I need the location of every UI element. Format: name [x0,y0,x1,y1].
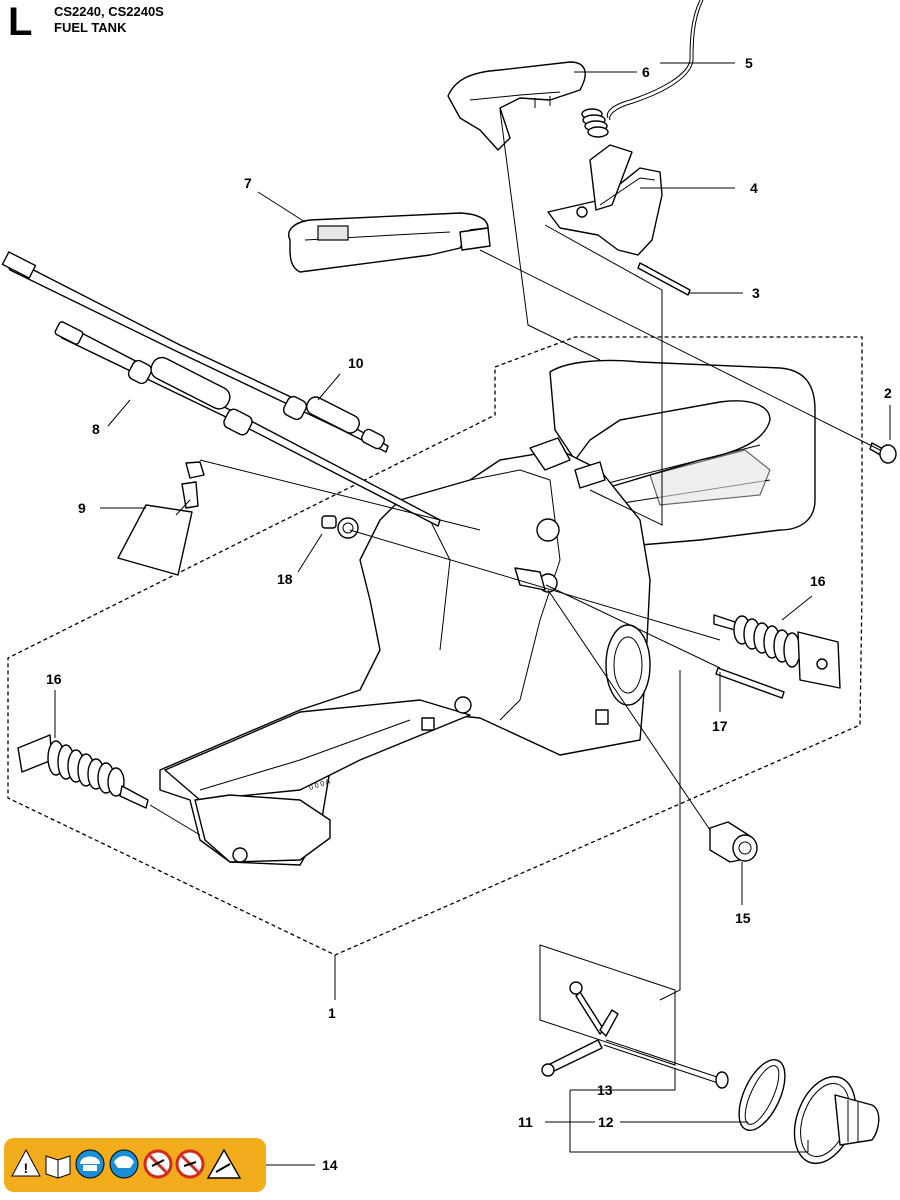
svg-text:!: ! [24,1160,29,1176]
callout-14: 14 [322,1157,338,1173]
cable-sleeve-8 [127,356,253,436]
section-letter: L [8,0,33,44]
callout-16-left: 16 [46,671,62,687]
callout-15: 15 [735,910,751,926]
callout-5: 5 [745,55,753,71]
spring-wire [606,0,704,121]
throttle-cable [1,251,389,453]
av-spring-right [713,614,841,689]
ear-eye-protection-icon [109,1149,139,1179]
callout-1: 1 [328,1005,336,1021]
diagram-title: FUEL TANK [54,20,127,35]
throttle-lockout [447,61,586,151]
grommet [709,821,758,863]
callout-4: 4 [750,180,758,196]
screw [869,442,897,464]
pivot-pin [637,262,691,296]
fuel-pickup [541,981,729,1089]
no-one-hand-icon [143,1149,173,1179]
trigger-arm [288,212,491,273]
callout-7: 7 [244,175,252,191]
callout-16-right: 16 [810,573,826,589]
callout-13: 13 [597,1082,613,1098]
choke-cable [54,321,441,527]
callout-3: 3 [752,285,760,301]
callout-18: 18 [277,571,293,587]
fuel-cap [793,1075,880,1165]
o-ring [738,1059,786,1131]
callout-6: 6 [642,64,650,80]
leader-lines [54,62,891,1166]
callout-9: 9 [78,500,86,516]
fuel-hose-filter [117,449,298,576]
callout-11: 11 [518,1114,533,1130]
no-kickback-icon [175,1149,205,1179]
cable-sleeve-10 [282,395,385,450]
assembly-dashed-outline [7,336,863,956]
callout-2: 2 [884,385,892,401]
model-line: CS2240, CS2240S [54,4,164,19]
bushing [321,515,359,539]
callout-17: 17 [712,718,728,734]
callout-12: 12 [598,1114,614,1130]
callout-10: 10 [348,355,364,371]
manual-book-icon [45,1155,71,1179]
av-spring-left [17,734,149,809]
throttle-trigger [547,144,663,256]
warning-triangle-icon: ! [11,1148,41,1177]
warning-decal: ! [4,1138,266,1192]
pin-17 [715,667,785,699]
helmet-protection-icon [75,1149,105,1179]
fuel-tank-body: 0 0 0 A [159,359,816,866]
kickback-warning-icon [206,1148,242,1179]
coil-spring [581,108,609,138]
callout-8: 8 [92,421,100,437]
